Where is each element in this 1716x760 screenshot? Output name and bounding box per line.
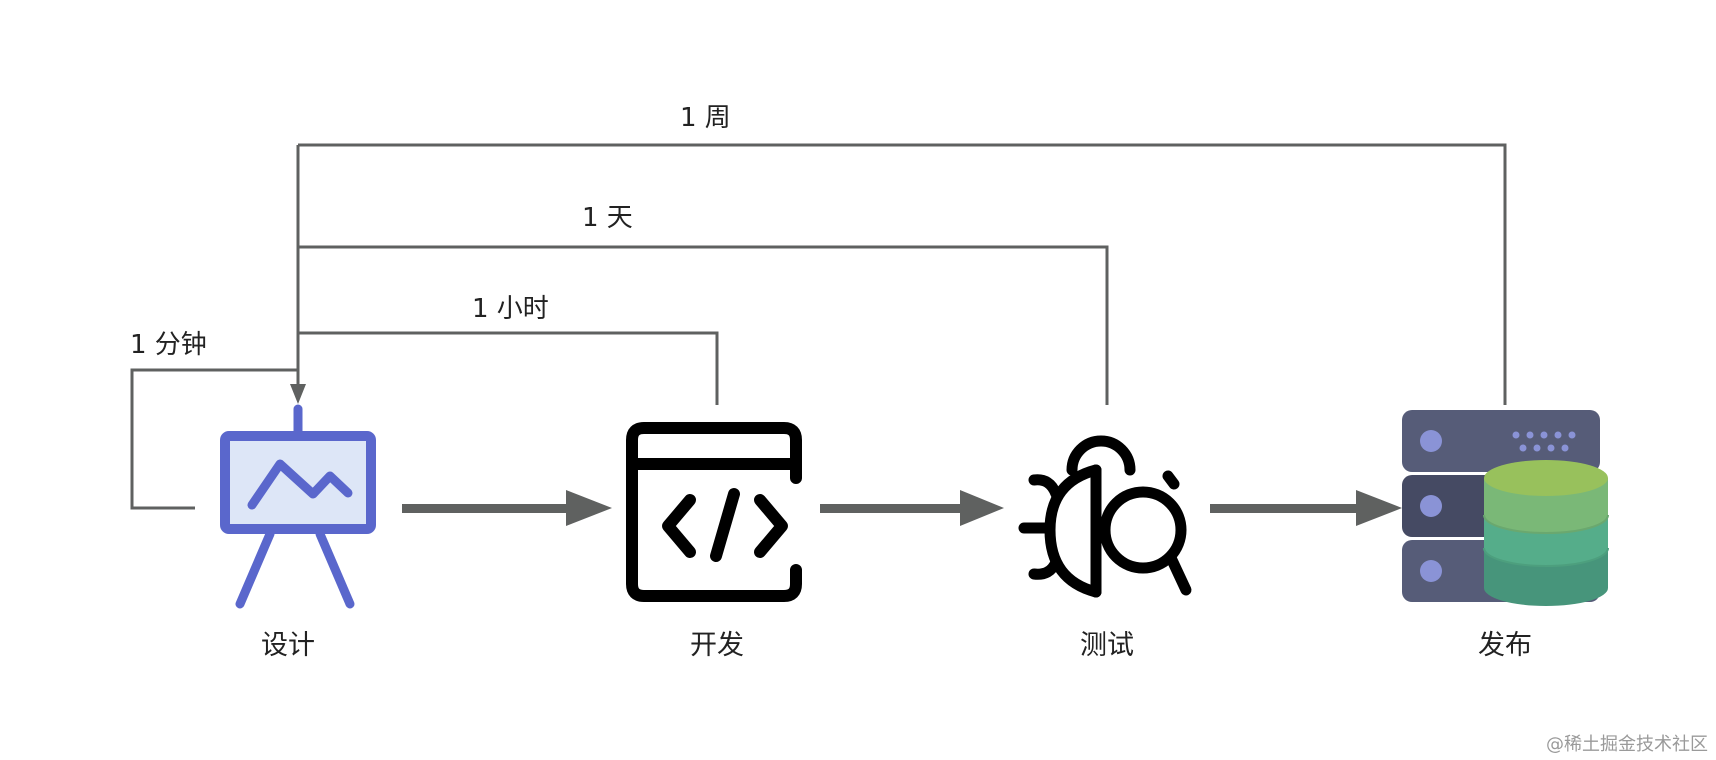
flow-arrows <box>402 490 1402 526</box>
loop-arrowhead <box>290 384 306 404</box>
arrow-test-to-release <box>1210 490 1402 526</box>
loop-minute-label: 1 分钟 <box>130 330 207 360</box>
loop-week-line <box>298 143 1507 405</box>
loop-week-label: 1 周 <box>680 103 731 133</box>
stage-label-release: 发布 <box>1478 630 1532 661</box>
bug-search-icon <box>1018 435 1192 598</box>
stage-label-testing: 测试 <box>1080 630 1134 661</box>
arrow-design-to-dev <box>402 490 612 526</box>
loop-day-label: 1 天 <box>582 203 633 233</box>
loop-hour-line <box>298 331 719 405</box>
stage-label-development: 开发 <box>690 630 744 661</box>
loop-minute-line <box>130 368 298 510</box>
server-database-icon <box>1402 410 1609 606</box>
easel-chart-icon <box>220 404 376 609</box>
code-window-icon <box>626 422 802 602</box>
loop-hour-label: 1 小时 <box>472 294 549 324</box>
watermark-text: @稀土掘金技术社区 <box>1546 734 1708 755</box>
stage-label-design: 设计 <box>261 630 315 661</box>
feedback-connectors <box>130 143 1507 510</box>
loop-day-line <box>298 245 1109 405</box>
arrow-dev-to-test <box>820 490 1004 526</box>
